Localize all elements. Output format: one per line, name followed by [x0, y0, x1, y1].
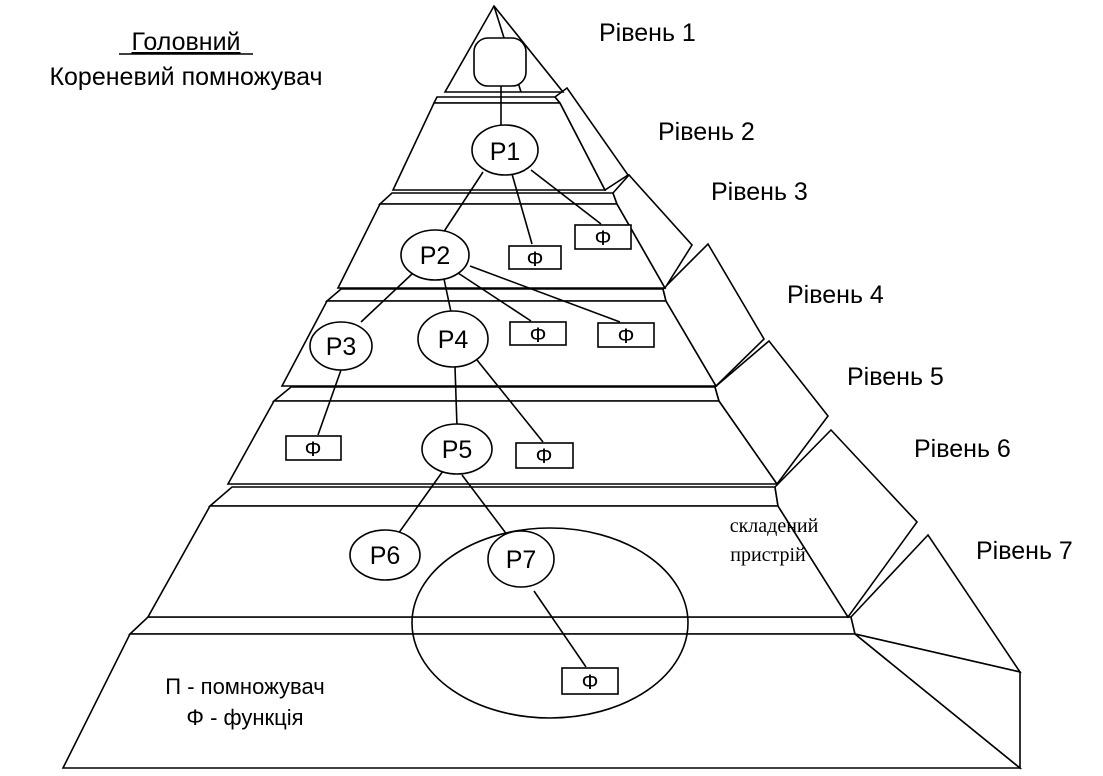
level-label-6: Рівень 6 [914, 435, 1011, 463]
composite-label-line1: складений [730, 515, 819, 537]
legend-function: Φ - функція [186, 705, 303, 730]
header-subtitle: Кореневий помножувач [49, 63, 322, 91]
function-box: Φ [509, 321, 567, 347]
function-symbol: Φ [536, 445, 553, 468]
tier-4 [280, 242, 766, 388]
node-p4: P4 [417, 310, 489, 368]
level-label-3: Рівень 3 [711, 178, 808, 206]
svg-text:P1: P1 [490, 138, 521, 166]
composite-device-ellipse [411, 527, 689, 719]
svg-text:P7: P7 [506, 546, 537, 574]
function-box: Φ [574, 224, 632, 250]
function-symbol: Φ [527, 248, 544, 271]
connectors [317, 86, 621, 668]
tier-3 [336, 173, 693, 290]
tier-5 [226, 339, 830, 486]
composite-label-line2: пристрій [730, 544, 806, 566]
level-label-1: Рівень 1 [599, 19, 696, 47]
function-box: Φ [508, 245, 562, 271]
svg-text:P5: P5 [442, 436, 473, 464]
function-symbol: Φ [305, 438, 322, 461]
node-p1: P1 [471, 124, 539, 176]
legend-multiplier: П - помножувач [165, 674, 324, 699]
level-label-7: Рівень 7 [976, 537, 1073, 565]
tier-7 [61, 533, 1023, 770]
svg-text:P3: P3 [326, 333, 357, 361]
function-symbol: Φ [595, 227, 612, 250]
node-p3: P3 [309, 321, 373, 371]
node-p6: P6 [349, 529, 421, 581]
tier-1 [443, 4, 565, 93]
function-box: Φ [597, 322, 655, 348]
svg-text:P6: P6 [370, 542, 401, 570]
function-symbol: Φ [618, 325, 635, 348]
header-title: Головний [131, 28, 240, 56]
svg-text:P4: P4 [438, 326, 469, 354]
node-p2: P2 [400, 229, 470, 281]
function-box: Φ [561, 667, 619, 695]
function-symbol: Φ [582, 671, 599, 694]
node-p7: P7 [487, 530, 555, 588]
function-box: Φ [285, 435, 342, 461]
level-label-5: Рівень 5 [847, 363, 944, 391]
function-box: Φ [515, 442, 574, 469]
function-symbol: Φ [530, 324, 547, 347]
level-label-4: Рівень 4 [787, 281, 884, 309]
node-p5: P5 [421, 423, 493, 475]
root-multiplier-box [473, 37, 527, 87]
level-label-2: Рівень 2 [658, 118, 755, 146]
svg-text:P2: P2 [420, 242, 451, 270]
